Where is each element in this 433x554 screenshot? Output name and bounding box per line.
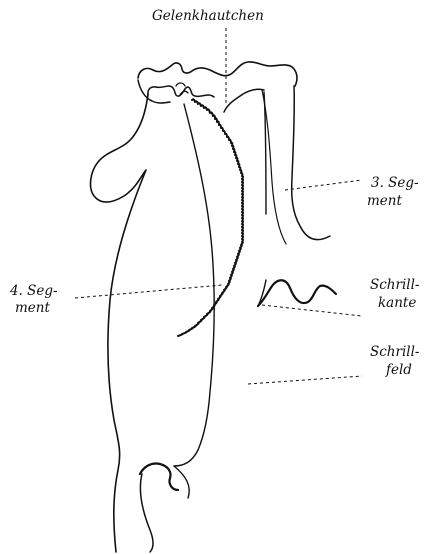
label-schrillfeld-line1: Schrill- bbox=[370, 344, 420, 360]
joint-membrane-inner-left bbox=[138, 80, 170, 103]
label-schrillkante-line1: Schrill- bbox=[370, 277, 420, 293]
label-schrillfeld-line2: feld bbox=[385, 362, 412, 378]
label-schrillkante-line2: kante bbox=[378, 295, 416, 311]
label-3-segment-line2: ment bbox=[367, 193, 402, 209]
joint-membrane-loop bbox=[176, 83, 188, 95]
schrillkante-ridge bbox=[258, 280, 336, 306]
segment-4-outer-contour bbox=[91, 94, 148, 552]
label-4-segment-line1: 4. Seg- bbox=[9, 283, 58, 299]
label-4-segment-line2: ment bbox=[15, 300, 50, 316]
label-gelenkhautchen: Gelenkhautchen bbox=[152, 8, 264, 24]
leader-3-segment bbox=[285, 180, 362, 190]
joint-membrane-fold bbox=[148, 86, 214, 97]
segment-4-lower-bump bbox=[140, 463, 178, 490]
segment-4-inner-contour bbox=[174, 104, 214, 466]
joint-membrane-inner-right bbox=[224, 89, 264, 112]
label-3-segment-line1: 3. Seg- bbox=[371, 175, 419, 191]
segment-3-outer-edge bbox=[292, 86, 330, 240]
leader-schrillfeld bbox=[248, 376, 362, 384]
joint-membrane-outer bbox=[138, 62, 297, 86]
segment-4-lower-inner bbox=[140, 474, 153, 552]
schrillfeld-serrated-edge bbox=[178, 99, 243, 336]
leader-4-segment bbox=[75, 285, 222, 298]
leader-schrillkante bbox=[262, 305, 362, 316]
segment-4-lower-right bbox=[174, 466, 189, 498]
